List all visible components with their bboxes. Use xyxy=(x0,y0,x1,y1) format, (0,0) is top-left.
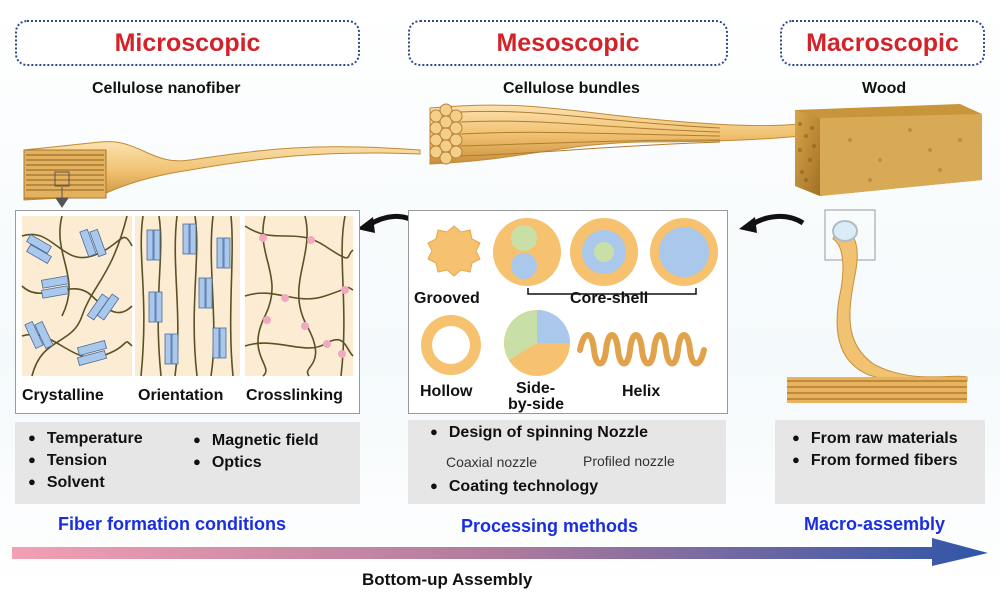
crosslinking-diagram xyxy=(244,215,354,377)
processing-coating: Coating technology xyxy=(430,478,598,496)
macroscopic-header: Macroscopic xyxy=(780,20,985,66)
microscopic-title: Microscopic xyxy=(114,28,261,57)
macroscopic-title: Macroscopic xyxy=(806,28,959,57)
helix-fiber-icon xyxy=(577,332,707,367)
side-by-side-label-line2: by-side xyxy=(508,396,565,413)
side-by-side-label-line1: Side- xyxy=(516,380,556,397)
hollow-label: Hollow xyxy=(420,383,473,400)
crystalline-label: Crystalline xyxy=(22,387,104,404)
microscopic-header: Microscopic xyxy=(15,20,360,66)
macro-fiber-illustration xyxy=(787,209,968,403)
wood-label: Wood xyxy=(862,80,907,97)
hierarchy-illustration xyxy=(23,103,982,208)
assembly-formed-fibers: From formed fibers xyxy=(792,452,958,470)
processing-nozzle: Design of spinning Nozzle xyxy=(430,424,648,442)
processing-section-title: Processing methods xyxy=(461,516,639,536)
crosslinking-label: Crosslinking xyxy=(246,387,343,404)
grooved-fiber-icon xyxy=(427,225,481,277)
coaxial-nozzle-label: Coaxial nozzle xyxy=(446,454,538,470)
bottom-up-assembly-label: Bottom-up Assembly xyxy=(362,570,533,589)
nanofiber-drawing xyxy=(23,141,421,208)
bottom-up-arrow xyxy=(12,538,988,566)
wood-drawing xyxy=(795,104,982,196)
grooved-label: Grooved xyxy=(414,290,480,307)
condition-tension: Tension xyxy=(28,452,107,470)
crystalline-diagram xyxy=(21,215,133,377)
condition-optics: Optics xyxy=(193,454,262,472)
mesoscopic-title: Mesoscopic xyxy=(496,28,640,57)
condition-solvent: Solvent xyxy=(28,474,105,492)
bundles-label: Cellulose bundles xyxy=(503,80,640,97)
profiled-nozzle-label: Profiled nozzle xyxy=(583,453,675,469)
side-by-side-fiber-icon xyxy=(504,310,570,376)
fiber-mat-icon xyxy=(787,377,967,403)
macro-section-title: Macro-assembly xyxy=(804,514,946,534)
core-shell-fiber-3-icon xyxy=(650,218,718,286)
orientation-diagram xyxy=(135,215,240,377)
core-shell-label: Core-shell xyxy=(570,290,649,307)
conditions-section-title: Fiber formation conditions xyxy=(58,514,286,534)
assembly-raw-materials: From raw materials xyxy=(792,430,958,448)
hollow-fiber-icon xyxy=(421,315,481,375)
arrow-macro-to-meso-icon xyxy=(739,214,805,233)
nanofiber-label: Cellulose nanofiber xyxy=(92,80,241,97)
core-shell-bracket xyxy=(527,288,697,295)
mesoscopic-header: Mesoscopic xyxy=(408,20,728,66)
core-shell-fiber-1-icon xyxy=(493,218,561,286)
core-shell-fiber-2-icon xyxy=(570,218,638,286)
helix-label: Helix xyxy=(622,383,661,400)
condition-magnetic-field: Magnetic field xyxy=(193,432,319,450)
orientation-label: Orientation xyxy=(138,387,224,404)
bundles-drawing xyxy=(429,103,801,165)
fiber-shapes-diagram xyxy=(421,218,718,376)
condition-temperature: Temperature xyxy=(28,430,143,448)
